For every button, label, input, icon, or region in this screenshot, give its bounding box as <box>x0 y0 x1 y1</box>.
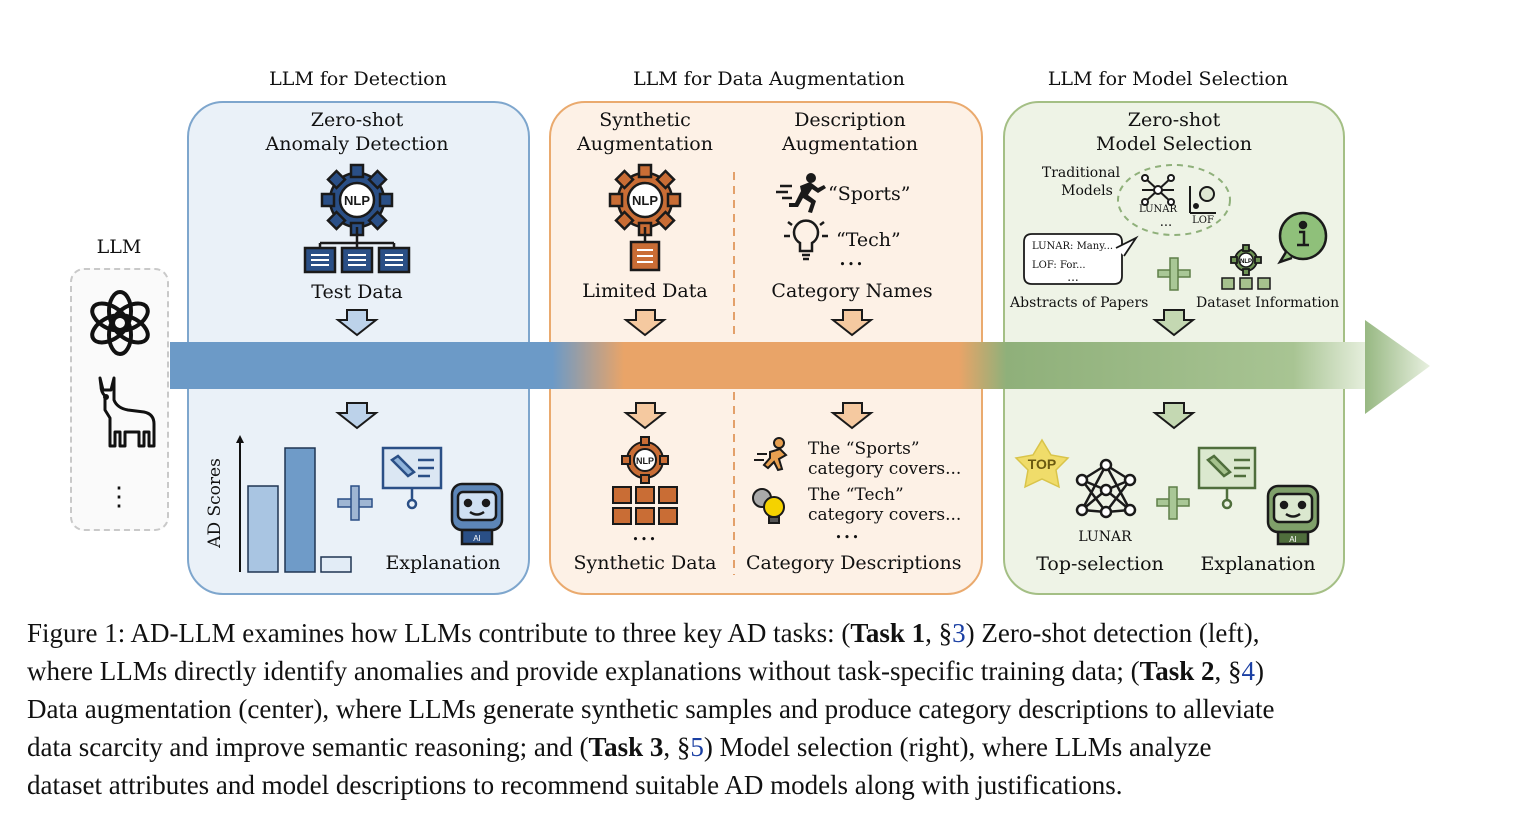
lof-plot-icon <box>1189 186 1216 214</box>
llm-more-icon: ⋮ <box>106 482 132 512</box>
llama-icon <box>98 376 156 448</box>
section-4-link[interactable]: 4 <box>1241 656 1255 686</box>
abstracts-label: Abstracts of Papers <box>1010 295 1149 311</box>
synthetic-aug-line2: Augmentation <box>577 133 713 155</box>
abstract-line1: LUNAR: Many... <box>1032 241 1114 252</box>
down-arrow-icon <box>335 309 379 430</box>
info-bubble-icon <box>1277 211 1328 265</box>
svg-text:AI: AI <box>1289 535 1297 544</box>
test-data-docs-icon <box>303 227 411 274</box>
section-3-link[interactable]: 3 <box>952 618 966 648</box>
presentation-board-icon <box>381 446 443 510</box>
diagram-canvas: NLP AI <box>90 163 1430 575</box>
lightbulb-icon <box>784 219 828 261</box>
abstract-more: ... <box>1067 270 1079 284</box>
svg-text:NLP: NLP <box>636 456 654 466</box>
dataset-nlp-icon: NLP <box>1221 244 1271 290</box>
selection-task-line2: Model Selection <box>1095 133 1253 155</box>
dataset-info-label: Dataset Information <box>1196 295 1340 311</box>
desc-ellipsis: ••• <box>835 531 861 544</box>
lunar-network-large-icon <box>1075 458 1137 519</box>
category-names-ellipsis: ••• <box>839 258 865 271</box>
figure-caption: Figure 1: AD-LLM examines how LLMs contr… <box>27 614 1493 804</box>
ad-scores-axis-label: AD Scores <box>205 458 225 548</box>
test-data-label: Test Data <box>311 281 403 303</box>
svg-text:AI: AI <box>473 534 481 543</box>
model-lof: LOF <box>1192 215 1214 226</box>
abstract-line2: LOF: For... <box>1032 260 1086 271</box>
pipeline-band <box>170 342 1365 389</box>
desc-tech-line1: The “Tech” <box>808 485 904 505</box>
description-aug-line2: Augmentation <box>782 133 918 155</box>
tech-gear-bulb-icon <box>752 488 785 524</box>
abstract-speech-bubble <box>1023 233 1139 285</box>
caption-line-3: Data augmentation (center), where LLMs g… <box>27 694 1275 724</box>
limited-doc-icon <box>629 227 661 272</box>
robot-icon: AI <box>450 482 504 546</box>
section-5-link[interactable]: 5 <box>690 732 704 762</box>
bar-1 <box>247 485 279 573</box>
openai-logo-icon <box>90 290 150 356</box>
limited-data-label: Limited Data <box>582 280 708 302</box>
svg-text:NLP: NLP <box>632 193 658 208</box>
ad-scores-chart <box>236 435 352 573</box>
top-selection-label: Top-selection <box>1036 553 1164 575</box>
llm-box <box>70 268 169 531</box>
traditional-line1: Traditional <box>1041 165 1121 181</box>
top-star-icon <box>1014 438 1070 489</box>
nlp-gear-orange-icon: NLP <box>608 163 682 237</box>
category-names-label: Category Names <box>771 280 933 302</box>
synthetic-data-label: Synthetic Data <box>573 552 717 574</box>
selection-title: LLM for Model Selection <box>1047 68 1289 90</box>
svg-text:NLP: NLP <box>1240 259 1252 265</box>
caption-line-2: where LLMs directly identify anomalies a… <box>27 656 1264 686</box>
plus-icon <box>1156 257 1191 520</box>
llm-label: LLM <box>96 236 142 258</box>
synthetic-aug-line1: Synthetic <box>599 109 691 131</box>
robot-green-icon: AI <box>1266 484 1320 546</box>
detection-task-line2: Anomaly Detection <box>265 133 449 155</box>
running-icon <box>776 173 826 213</box>
category-tech: “Tech” <box>836 229 901 251</box>
selection-explanation-label: Explanation <box>1200 553 1316 575</box>
detection-task-line1: Zero-shot <box>310 109 404 131</box>
bar-2 <box>284 447 316 573</box>
caption-line-5: dataset attributes and model description… <box>27 770 1123 800</box>
models-more: ... <box>1159 215 1173 230</box>
desc-tech-line2: category covers... <box>808 505 962 525</box>
pipeline-arrowhead <box>1365 320 1430 414</box>
top-model-label: LUNAR <box>1078 529 1132 545</box>
traditional-line2: Models <box>1061 183 1113 199</box>
description-aug-line1: Description <box>794 109 906 131</box>
down-arrow-icon <box>1152 309 1196 430</box>
desc-sports-line2: category covers... <box>808 459 962 479</box>
selection-task-line1: Zero-shot <box>1127 109 1221 131</box>
svg-text:NLP: NLP <box>344 193 370 208</box>
plus-icon <box>337 485 373 521</box>
augmentation-title: LLM for Data Augmentation <box>633 68 905 90</box>
caption-line-4: data scarcity and improve semantic reaso… <box>27 732 1212 762</box>
presentation-board-green-icon <box>1197 446 1257 510</box>
traditional-models-cloud <box>1117 164 1231 236</box>
caption-line-1: Figure 1: AD-LLM examines how LLMs contr… <box>27 618 1260 648</box>
lunar-network-icon <box>1141 174 1175 206</box>
category-sports: “Sports” <box>828 183 911 205</box>
synthetic-ellipsis: ••• <box>632 533 658 546</box>
category-descriptions-label: Category Descriptions <box>746 552 962 574</box>
detection-explanation-label: Explanation <box>385 552 501 574</box>
nlp-gear-icon: NLP <box>320 163 394 237</box>
top-badge-label: TOP <box>1027 456 1057 472</box>
nlp-gear-small-icon: NLP <box>621 436 669 484</box>
synthetic-docs-icon <box>612 486 678 525</box>
sports-person-icon <box>754 437 788 472</box>
detection-title: LLM for Detection <box>269 68 447 90</box>
down-arrow-icon <box>623 309 874 430</box>
model-lunar: LUNAR <box>1138 204 1178 215</box>
bar-3 <box>320 556 352 573</box>
desc-sports-line1: The “Sports” <box>808 439 920 459</box>
